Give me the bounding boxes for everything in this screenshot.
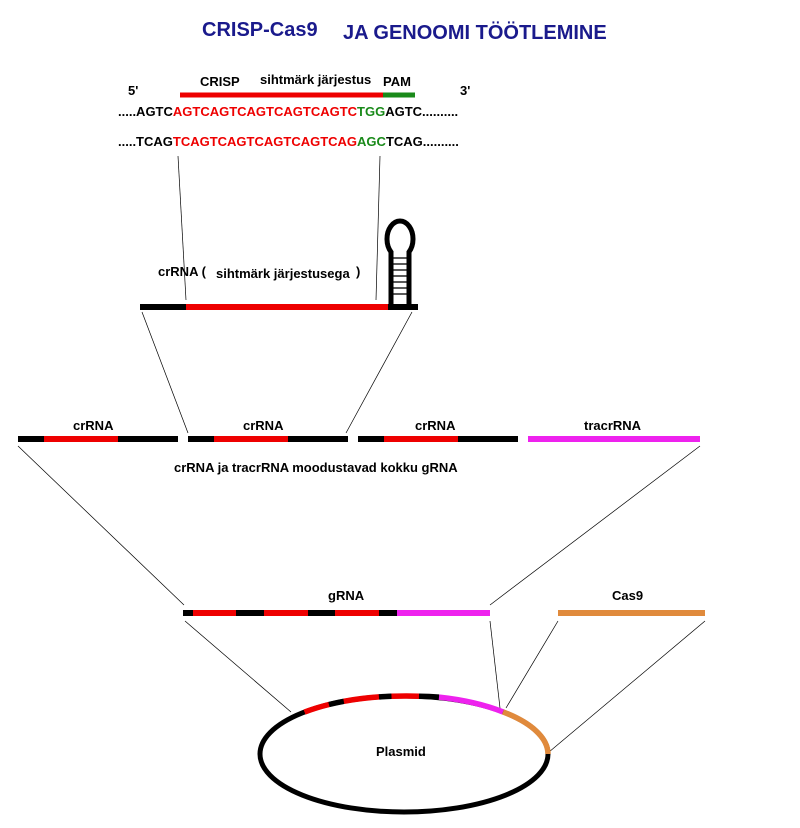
array-caption: crRNA ja tracrRNA moodustavad kokku gRNA xyxy=(174,460,458,475)
dna-strand-bottom: .....TCAGTCAGTCAGTCAGTCAGTCAGAGCTCAG....… xyxy=(118,134,459,149)
zoom-line xyxy=(177,155,187,301)
zoom-line xyxy=(489,445,701,606)
array-label-crrna-2: crRNA xyxy=(243,418,284,433)
crisp-label: CRISP xyxy=(200,74,240,89)
crrna-detail-close: ) xyxy=(356,264,360,279)
crrna-detail-target-label: sihtmärk järjestusega xyxy=(216,266,350,281)
array-label-crrna-3: crRNA xyxy=(415,418,456,433)
dna-strand-top: .....AGTCAGTCAGTCAGTCAGTCAGTCTGGAGTC....… xyxy=(118,104,458,119)
crrna-detail-label: crRNA ( xyxy=(158,264,207,279)
pam-label: PAM xyxy=(383,74,411,89)
hairpin-icon xyxy=(384,218,416,304)
zoom-line xyxy=(505,620,559,709)
plasmid-label: Plasmid xyxy=(376,744,426,759)
seq1-target: AGTCAGTCAGTCAGTCAGTC xyxy=(173,104,358,119)
seq1-right: AGTC.......... xyxy=(385,104,458,119)
seq2-right: TCAG.......... xyxy=(386,134,459,149)
zoom-line xyxy=(184,620,292,713)
title-part2: JA GENOOMI TÖÖTLEMINE xyxy=(343,21,607,44)
seq1-pam: TGG xyxy=(357,104,385,119)
seq2-target: TCAGTCAGTCAGTCAGTCAG xyxy=(173,134,357,149)
plasmid-ring xyxy=(257,693,551,815)
zoom-line xyxy=(489,620,501,709)
five-prime-label: 5' xyxy=(128,83,138,98)
array-label-crrna-1: crRNA xyxy=(73,418,114,433)
grna-label: gRNA xyxy=(328,588,365,603)
array-label-tracrrna: tracrRNA xyxy=(584,418,642,433)
seq2-left: .....TCAG xyxy=(118,134,173,149)
zoom-line xyxy=(548,620,706,753)
seq2-pam: AGC xyxy=(357,134,387,149)
title-part1: CRISP-Cas9 xyxy=(202,19,318,41)
zoom-line xyxy=(345,311,413,434)
zoom-line xyxy=(141,311,189,434)
seq1-left: .....AGTC xyxy=(118,104,174,119)
three-prime-label: 3' xyxy=(460,83,470,98)
zoom-line xyxy=(375,155,381,301)
cas9-label: Cas9 xyxy=(612,588,643,603)
zoom-line xyxy=(17,445,185,606)
target-sequence-label: sihtmärk järjestus xyxy=(260,72,371,87)
